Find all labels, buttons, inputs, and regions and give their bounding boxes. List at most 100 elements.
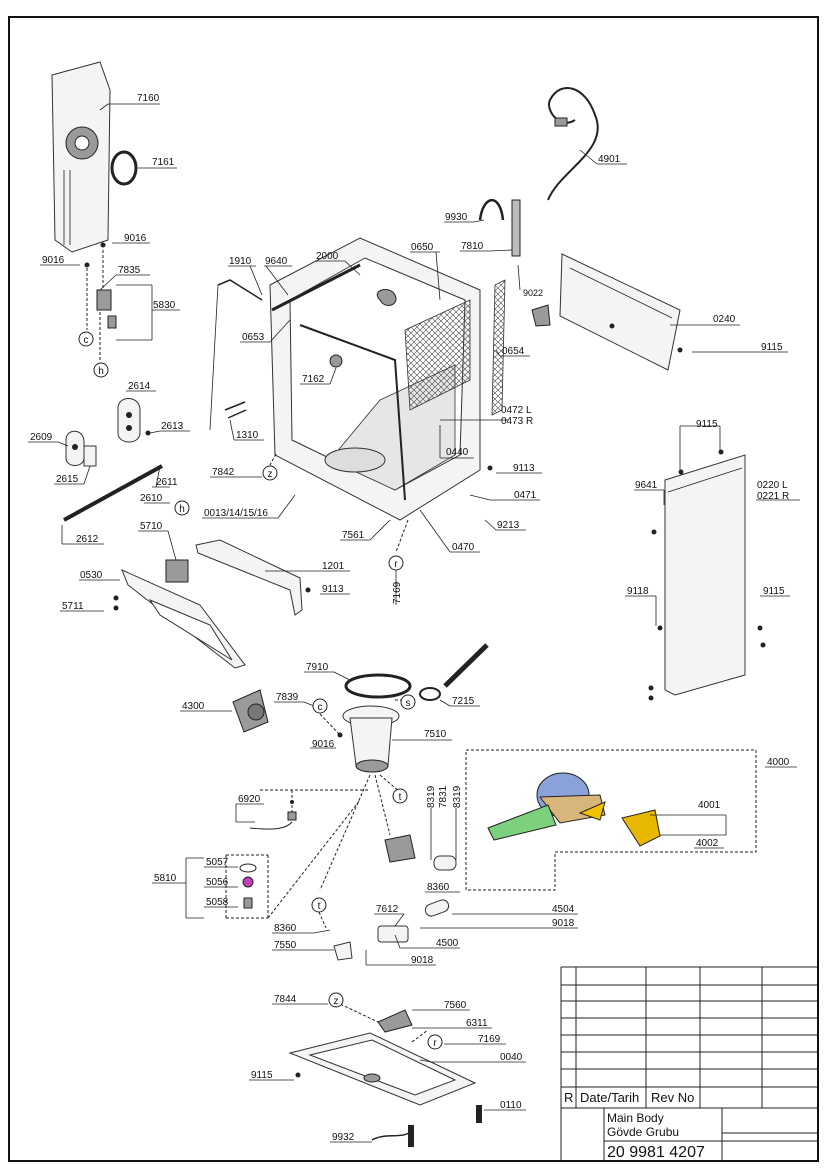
label-9016-c: 9016: [312, 739, 335, 750]
svg-text:z: z: [268, 469, 273, 480]
part-0240-plinth: [559, 253, 681, 371]
label-7842: 7842: [212, 467, 235, 478]
svg-text:t: t: [318, 901, 321, 912]
label-9016-a: 9016: [124, 233, 147, 244]
label-0221: 0221 R: [757, 491, 789, 502]
part-7161-gasket-ring: [110, 150, 138, 186]
part-9022-clamp: [531, 304, 551, 327]
label-9115-b: 9115: [696, 419, 718, 430]
label-5057: 5057: [206, 857, 229, 868]
part-0220-side-panel: [664, 454, 746, 696]
part-0110-foot: [476, 1105, 482, 1123]
label-2613: 2613: [161, 421, 184, 432]
part-7550-elbow: [333, 941, 353, 961]
label-0110: 0110: [500, 1100, 522, 1111]
label-4002: 4002: [696, 838, 719, 849]
label-2614: 2614: [128, 381, 151, 392]
rev-letter: R: [564, 1090, 573, 1105]
label-7560: 7560: [444, 1000, 467, 1011]
part-1310-bracket: [224, 401, 247, 419]
label-9930: 9930: [445, 212, 468, 223]
svg-text:s: s: [406, 698, 411, 709]
part-9932-cable: [371, 1125, 414, 1147]
part-2609-clip: [65, 430, 85, 466]
label-4901: 4901: [598, 154, 621, 165]
svg-text:t: t: [399, 792, 402, 803]
part-1910-strip: [209, 279, 263, 431]
label-1910: 1910: [229, 256, 252, 267]
label-9640: 9640: [265, 256, 288, 267]
label-6311: 6311: [466, 1018, 488, 1029]
part-2000-tub: [269, 237, 481, 521]
label-5058: 5058: [206, 897, 229, 908]
label-4500: 4500: [436, 938, 459, 949]
label-7510: 7510: [424, 729, 447, 740]
marker-h-1: h: [93, 362, 109, 378]
label-1201: 1201: [322, 561, 345, 572]
drawing-number: 20 9981 4207: [607, 1144, 705, 1161]
svg-text:c: c: [318, 702, 323, 713]
part-0654-mesh-strip: [491, 279, 506, 416]
part-2614-clip: [117, 398, 141, 443]
label-0013: 0013/14/15/16: [204, 508, 268, 519]
label-5056: 5056: [206, 877, 229, 888]
part-4300-pump: [232, 689, 269, 733]
part-4901-power-cable: [547, 87, 599, 201]
leader-lines: [28, 103, 800, 1143]
label-7831: 7831: [438, 785, 449, 808]
label-0440: 0440: [446, 447, 469, 458]
label-9932: 9932: [332, 1132, 355, 1143]
label-7910: 7910: [306, 662, 329, 673]
label-4300: 4300: [182, 701, 205, 712]
part-7831-hose: [433, 855, 457, 871]
label-4000: 4000: [767, 757, 790, 768]
label-7612: 7612: [376, 904, 399, 915]
label-0650: 0650: [411, 242, 434, 253]
label-9018-a: 9018: [552, 918, 575, 929]
label-9016-b: 9016: [42, 255, 65, 266]
label-7169-b: 7169: [478, 1034, 501, 1045]
label-2615: 2615: [56, 474, 79, 485]
marker-c-1: c: [78, 331, 94, 347]
part-7612-pump: [377, 925, 409, 943]
label-7162: 7162: [302, 374, 325, 385]
label-7835: 7835: [118, 265, 141, 276]
label-9115-c: 9115: [763, 586, 785, 597]
label-8319-a: 8319: [426, 785, 437, 808]
label-6920: 6920: [238, 794, 261, 805]
label-0472: 0472 L: [501, 405, 532, 416]
label-2000: 2000: [316, 251, 339, 262]
sheet-border: [8, 16, 819, 1162]
svg-text:z: z: [334, 996, 339, 1007]
part-sump-valve: [384, 834, 416, 863]
label-0470: 0470: [452, 542, 475, 553]
marker-z-1: z: [262, 465, 278, 481]
screws: [84, 242, 766, 1078]
svg-text:h: h: [179, 504, 185, 515]
label-2609: 2609: [30, 432, 53, 443]
label-7844: 7844: [274, 994, 297, 1005]
part-labels: 7160 7161 9016 9016 7835 5830 1910 9640 …: [30, 93, 790, 1143]
part-2615-clip: [83, 445, 97, 467]
label-0040: 0040: [500, 1052, 523, 1063]
marker-r-2: r: [427, 1034, 443, 1050]
marker-c-2: c: [312, 698, 328, 714]
part-2610-rod: [63, 464, 163, 522]
label-5810: 5810: [154, 873, 177, 884]
label-9118: 9118: [627, 586, 649, 597]
label-9113-b: 9113: [322, 584, 344, 595]
label-0240: 0240: [713, 314, 736, 325]
drawing-name-tr: Gövde Grubu: [607, 1125, 679, 1139]
part-7510-sump: [342, 705, 400, 773]
part-7560-float: [377, 1009, 413, 1033]
marker-circles: c h z h r c s t t z r: [78, 331, 443, 1050]
part-7162-disc: [329, 354, 343, 368]
label-2612: 2612: [76, 534, 99, 545]
label-0471: 0471: [514, 490, 537, 501]
part-7910-gasket: [344, 673, 412, 699]
label-7161: 7161: [152, 157, 175, 168]
label-4001: 4001: [698, 800, 721, 811]
part-5710-lock: [165, 559, 189, 583]
